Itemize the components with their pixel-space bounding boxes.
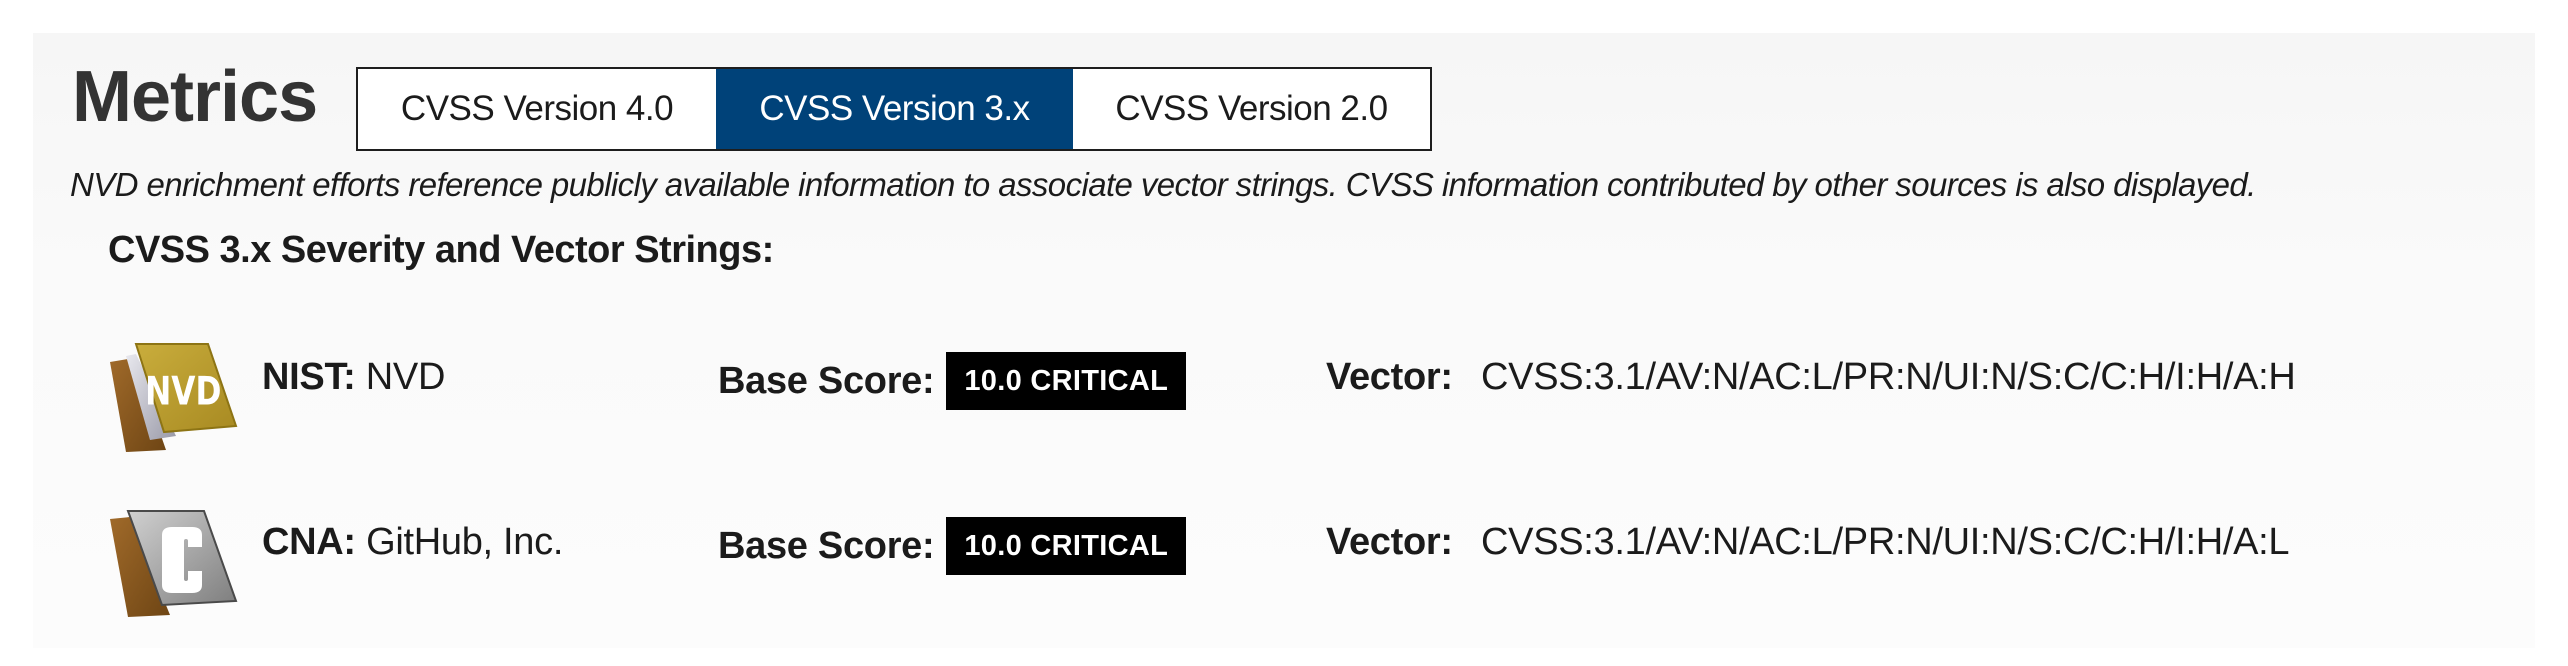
base-score-label: Base Score: [718,360,935,402]
base-score-nvd: Base Score: 10.0 CRITICAL [718,352,1187,410]
source-value: NVD [365,356,446,398]
nvd-score-row: NVD NIST: NVD Base Score: 10.0 CRITICAL … [0,340,2568,460]
tab-cvss-3-x[interactable]: CVSS Version 3.x [716,69,1073,149]
source-label: NIST: [262,356,356,398]
base-score-label: Base Score: [718,525,935,567]
metrics-title: Metrics [72,57,318,137]
cna-logo-icon [110,510,238,617]
vector-label: Vector: [1326,521,1453,563]
severity-badge[interactable]: 10.0 CRITICAL [946,517,1187,575]
severity-badge[interactable]: 10.0 CRITICAL [946,352,1187,410]
cna-score-row: CNA: GitHub, Inc. Base Score: 10.0 CRITI… [0,505,2568,625]
nvd-logo-icon: NVD [110,343,238,452]
source-label: CNA: [262,521,356,563]
enrichment-note: NVD enrichment efforts reference publicl… [70,166,2256,203]
vector-nvd: Vector: CVSS:3.1/AV:N/AC:L/PR:N/UI:N/S:C… [1326,352,2296,402]
source-cna: CNA: GitHub, Inc. [262,517,563,567]
vector-string: CVSS:3.1/AV:N/AC:L/PR:N/UI:N/S:C/C:H/I:H… [1481,356,2296,398]
tab-cvss-4-0[interactable]: CVSS Version 4.0 [358,69,716,149]
source-nist: NIST: NVD [262,352,445,402]
svg-text:NVD: NVD [145,369,221,414]
vector-cna: Vector: CVSS:3.1/AV:N/AC:L/PR:N/UI:N/S:C… [1326,517,2290,567]
severity-vector-heading: CVSS 3.x Severity and Vector Strings: [108,229,774,271]
cvss-version-tabs: CVSS Version 4.0 CVSS Version 3.x CVSS V… [356,67,1432,151]
vector-label: Vector: [1326,356,1453,398]
tab-cvss-2-0[interactable]: CVSS Version 2.0 [1073,69,1430,149]
source-value: GitHub, Inc. [366,521,564,563]
vector-string: CVSS:3.1/AV:N/AC:L/PR:N/UI:N/S:C/C:H/I:H… [1481,521,2290,563]
base-score-cna: Base Score: 10.0 CRITICAL [718,517,1187,575]
